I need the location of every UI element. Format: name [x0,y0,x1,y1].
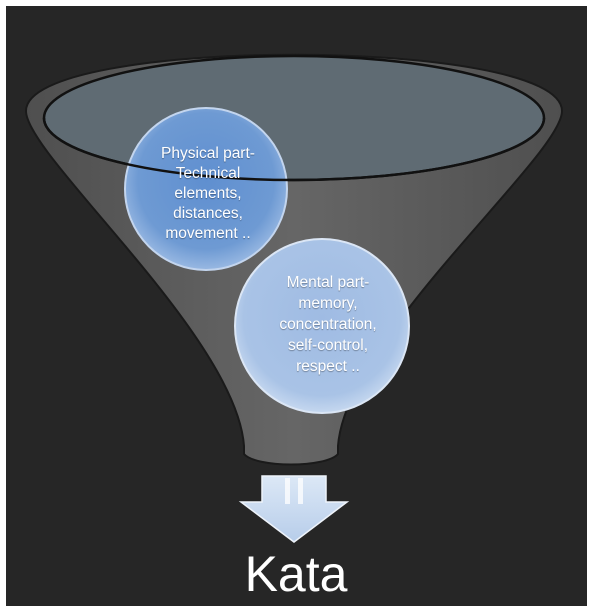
mental-part-bubble [234,238,410,414]
mental-part-label: Mental part- memory, concentration, self… [279,274,377,375]
physical-part-label: Physical part- Technical elements, dista… [161,145,255,242]
kata-result-label: Kata [244,546,348,602]
arrow-stripe [285,478,290,504]
funnel-rim-front [42,117,546,182]
arrow-stripe [298,478,303,504]
physical-part-bubble [124,107,288,271]
down-arrow-icon [238,475,350,543]
funnel-diagram [24,53,564,543]
